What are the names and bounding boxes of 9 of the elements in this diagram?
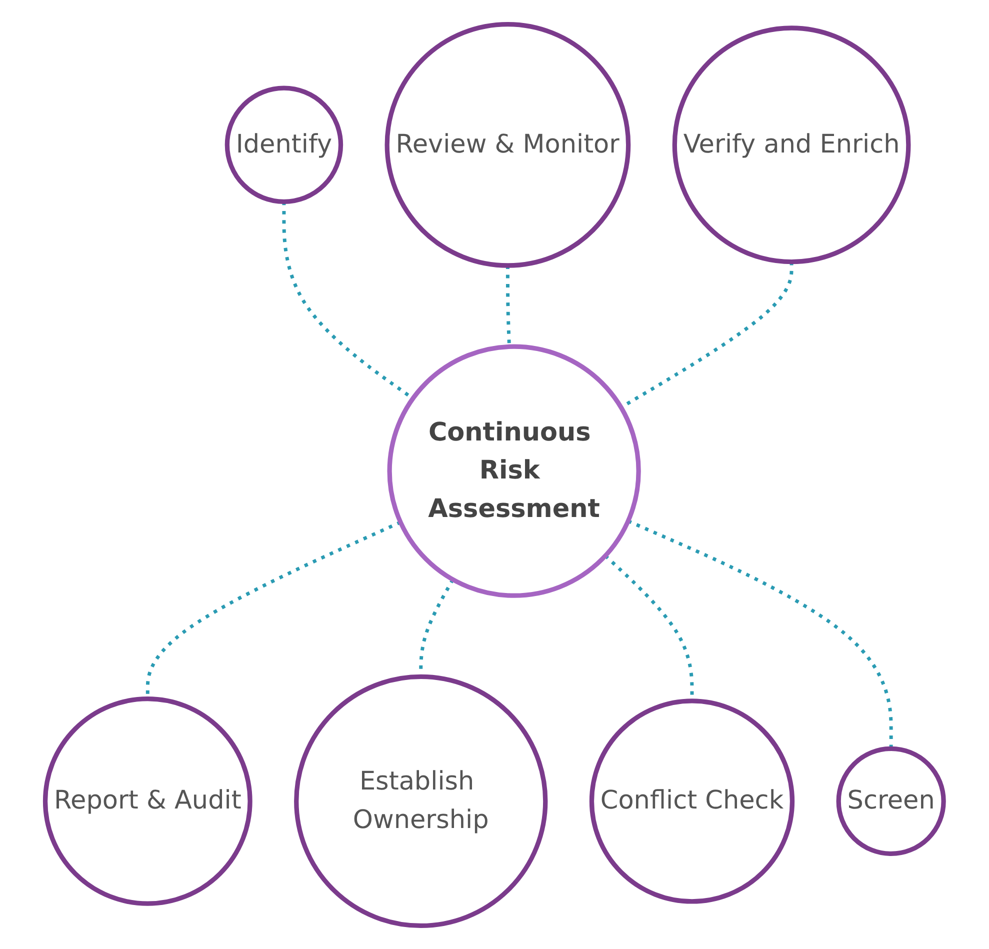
node-circle: Establish Ownership: [294, 674, 548, 928]
node-circle: Screen: [836, 746, 946, 856]
node-circle: Continuous Risk Assessment: [387, 344, 641, 598]
node-circle: Conflict Check: [589, 698, 795, 904]
node-circle: Identify: [224, 85, 344, 204]
node-circle: Report & Audit: [43, 696, 252, 906]
connector: [628, 518, 893, 748]
node-circle: Verify and Enrich: [672, 25, 911, 264]
node-circle: Review & Monitor: [384, 21, 631, 268]
